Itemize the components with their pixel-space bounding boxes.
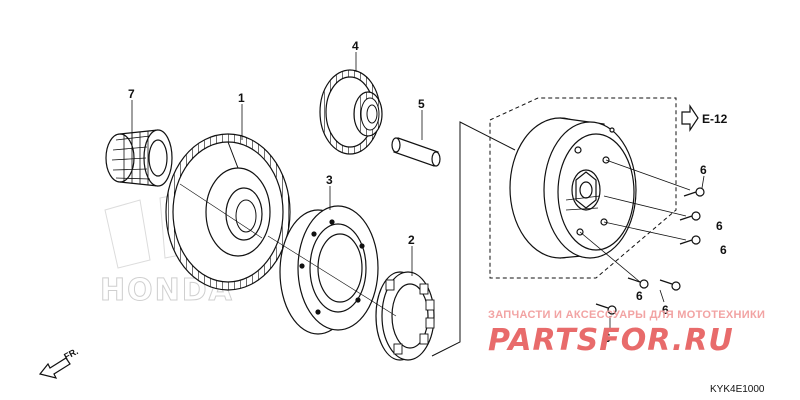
part-6-bolts bbox=[595, 187, 705, 315]
e12-reference: E-12 bbox=[681, 104, 728, 132]
part-7-needle-bearing bbox=[105, 129, 173, 187]
callout-part-4: 4 bbox=[352, 39, 359, 53]
partsfor-watermark: ЗАПЧАСТИ И АКСЕССУАРЫ ДЛЯ МОТОТЕХНИКИ PA… bbox=[488, 309, 765, 358]
callout-part-6c: 6 bbox=[720, 243, 727, 257]
bolt-6e bbox=[659, 279, 681, 291]
part-4-reduction-gear bbox=[319, 69, 383, 155]
front-direction-indicator: FR. bbox=[38, 346, 80, 379]
leader-lines bbox=[131, 52, 705, 330]
front-arrow-icon bbox=[38, 357, 71, 379]
bolt-6a bbox=[683, 187, 705, 197]
part-5-shaft bbox=[391, 137, 441, 167]
callout-part-6d: 6 bbox=[636, 289, 643, 303]
watermark-brand: PARTSFOR.RU bbox=[488, 323, 734, 358]
callout-part-2: 2 bbox=[408, 233, 415, 247]
callout-part-6f: 6 bbox=[604, 331, 611, 345]
assembly-bracket-line bbox=[431, 121, 516, 357]
reference-label: E-12 bbox=[702, 112, 728, 126]
bolt-6c bbox=[679, 235, 701, 245]
flywheel-assembly-dashed-box bbox=[489, 97, 677, 279]
callout-part-5: 5 bbox=[418, 97, 425, 111]
bolt-6b bbox=[679, 211, 701, 221]
front-direction-label: FR. bbox=[62, 346, 79, 362]
reference-arrow-icon bbox=[681, 104, 699, 132]
callout-part-6e: 6 bbox=[662, 303, 669, 317]
bolt-6d bbox=[627, 277, 649, 289]
part-3-starter-clutch-outer bbox=[279, 205, 379, 335]
flywheel-rotor bbox=[509, 117, 637, 259]
callout-part-3: 3 bbox=[326, 173, 333, 187]
bolt-6f bbox=[595, 303, 617, 315]
callout-part-6a: 6 bbox=[700, 163, 707, 177]
callout-part-6b: 6 bbox=[716, 219, 723, 233]
watermark-tagline: ЗАПЧАСТИ И АКСЕССУАРЫ ДЛЯ МОТОТЕХНИКИ bbox=[488, 309, 765, 321]
part-2-one-way-clutch bbox=[375, 271, 435, 361]
part-1-starter-driven-gear bbox=[165, 133, 291, 291]
diagram-code: KYK4E1000 bbox=[710, 384, 765, 395]
callout-part-1: 1 bbox=[238, 91, 245, 105]
callout-part-7: 7 bbox=[128, 87, 135, 101]
